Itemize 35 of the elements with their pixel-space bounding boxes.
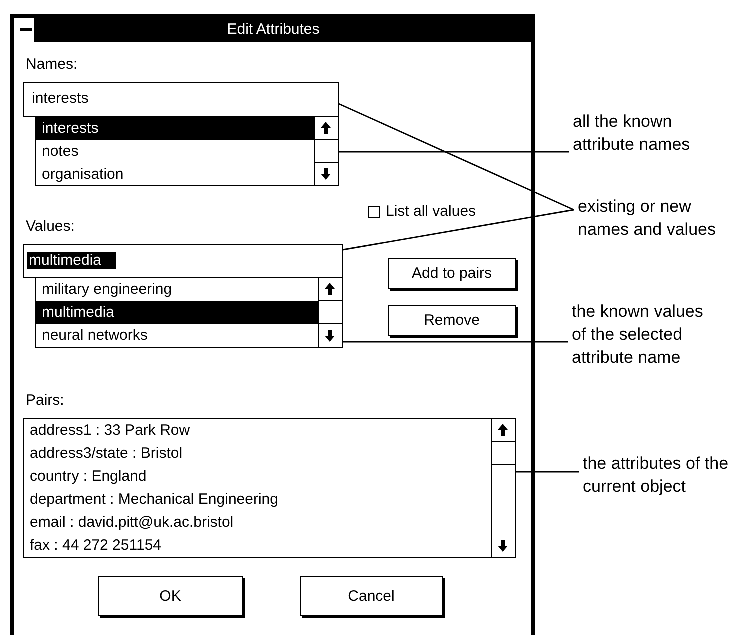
callout-text: all the known attribute names (573, 110, 718, 160)
list-box (23, 418, 516, 558)
leader-line (338, 103, 574, 211)
leader-line (516, 471, 579, 473)
list-item: notes (41, 142, 80, 162)
window-title: Edit Attributes (227, 21, 320, 38)
list-item: fax : 44 272 251154 (29, 536, 162, 556)
callout-text: existing or new names and values (578, 195, 728, 245)
list-item: address1 : 33 Park Row (29, 421, 192, 441)
callout-text: the known values of the selected attribute name (572, 300, 722, 372)
list-item: department : Mechanical Engineering (29, 490, 280, 510)
leader-line (339, 151, 569, 153)
leader-line (343, 341, 568, 343)
leader-line (342, 209, 574, 251)
button: Remove (388, 305, 516, 336)
list-box (35, 277, 343, 348)
selected-list-item: interests (36, 117, 314, 140)
list-box (35, 116, 339, 186)
callout-text: the attributes of the current object (583, 452, 735, 502)
list-item: email : david.pitt@uk.ac.bristol (29, 513, 235, 533)
field-label: Pairs: (26, 392, 64, 409)
list-item: neural networks (41, 326, 149, 346)
text-field: multimedia (23, 244, 343, 278)
list-item: address3/state : Bristol (29, 444, 184, 464)
selected-list-item: multimedia (36, 301, 318, 324)
field-label: Values: (26, 218, 75, 235)
checkbox-label: List all values (386, 203, 476, 220)
button: Cancel (300, 576, 443, 616)
field-label: Names: (26, 56, 78, 73)
button: OK (98, 576, 243, 616)
list-item: country : England (29, 467, 148, 487)
list-item: military engineering (41, 280, 174, 300)
list-item: organisation (41, 165, 125, 185)
button: Add to pairs (388, 258, 516, 289)
dialog-window (10, 14, 535, 635)
